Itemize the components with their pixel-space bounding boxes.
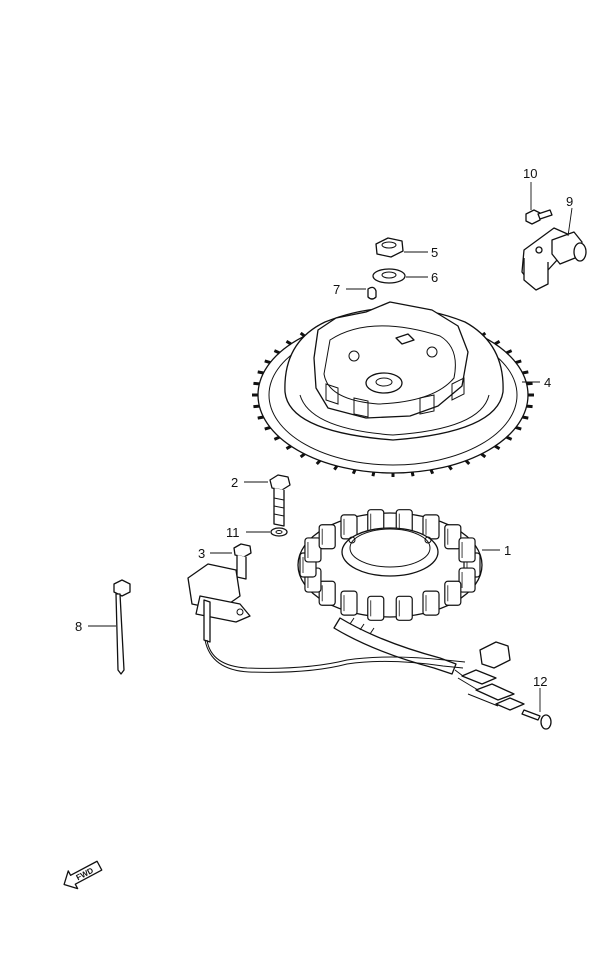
key-7 bbox=[367, 286, 377, 300]
callout-3: 3 bbox=[198, 546, 205, 561]
washer-11 bbox=[270, 527, 288, 537]
sensor-9 bbox=[521, 227, 587, 291]
terminal-12 bbox=[521, 709, 552, 730]
harness-connectors bbox=[454, 641, 525, 711]
callout-9: 9 bbox=[566, 194, 573, 209]
callout-8: 8 bbox=[75, 619, 82, 634]
bolt-10 bbox=[525, 209, 553, 225]
cable-tie-8 bbox=[113, 579, 131, 675]
fwd-arrow-icon: FWD bbox=[63, 860, 103, 890]
callout-4: 4 bbox=[544, 375, 551, 390]
bolt-3 bbox=[233, 543, 252, 580]
callout-7: 7 bbox=[333, 282, 340, 297]
callout-2: 2 bbox=[231, 475, 238, 490]
leader-9 bbox=[567, 207, 573, 237]
callout-12: 12 bbox=[533, 674, 547, 689]
washer-6 bbox=[372, 268, 406, 284]
pickup-bracket bbox=[187, 563, 466, 673]
nut-5 bbox=[375, 237, 404, 258]
callout-5: 5 bbox=[431, 245, 438, 260]
flywheel-4 bbox=[252, 301, 534, 477]
stator-1 bbox=[297, 509, 483, 675]
bolt-2 bbox=[269, 474, 291, 527]
callout-10: 10 bbox=[523, 166, 537, 181]
callout-6: 6 bbox=[431, 270, 438, 285]
callout-11: 11 bbox=[226, 525, 240, 540]
callout-1: 1 bbox=[504, 543, 511, 558]
